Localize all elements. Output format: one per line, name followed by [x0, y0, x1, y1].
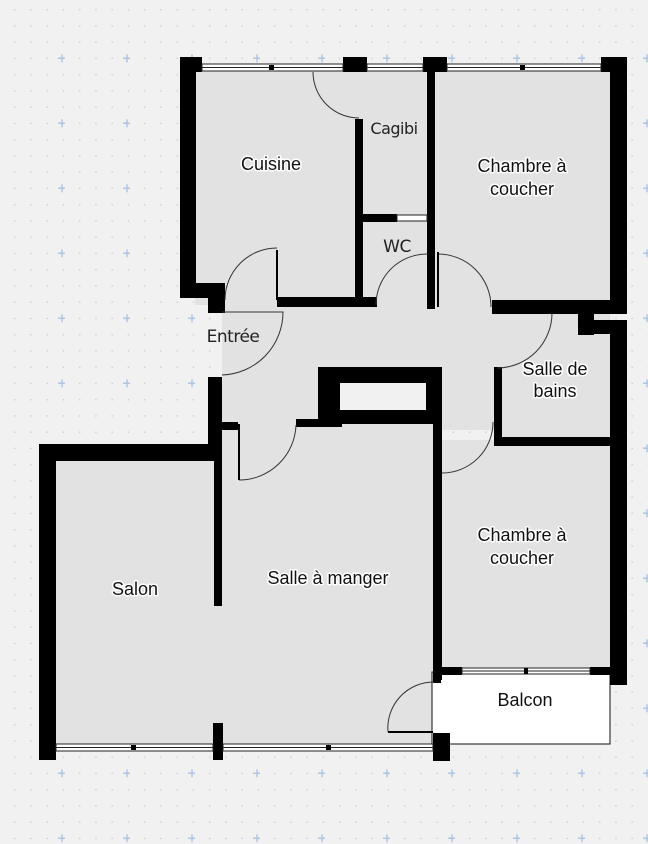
label-salle-de-bains-line1: Salle de — [522, 359, 587, 379]
label-cuisine: Cuisine — [241, 154, 301, 174]
label-chambre-2-line2: coucher — [490, 548, 554, 568]
room-labels: Cuisine Cagibi WC Chambre à coucher Entr… — [110, 119, 589, 712]
floor-salle-a-manger — [220, 420, 435, 745]
floor-chambre-2 — [440, 440, 610, 672]
floor-cagibi-wc — [360, 70, 432, 305]
label-chambre-1-line2: coucher — [490, 179, 554, 199]
label-chambre-1-line1: Chambre à — [477, 156, 567, 176]
label-salle-a-manger: Salle à manger — [267, 568, 388, 588]
walls — [39, 57, 627, 761]
label-entree: Entrée — [207, 327, 260, 347]
door-cuisine — [224, 247, 278, 301]
floor-entree — [222, 310, 292, 380]
label-balcon: Balcon — [497, 690, 552, 710]
door-balcon — [387, 681, 435, 733]
windows — [55, 63, 602, 752]
floor-chambre-1 — [432, 70, 612, 305]
door-cagibi — [312, 71, 360, 119]
duct-inset — [334, 383, 426, 411]
label-wc: WC — [383, 237, 411, 257]
door-chambre-1 — [437, 253, 492, 308]
label-salon: Salon — [112, 579, 158, 599]
floor-salon — [55, 460, 220, 745]
label-salle-de-bains-line2: bains — [533, 381, 576, 401]
label-chambre-2-line1: Chambre à — [477, 525, 567, 545]
doors — [221, 71, 553, 733]
label-cagibi: Cagibi — [370, 119, 417, 138]
door-chambre-2 — [441, 421, 494, 474]
floor-balcon — [431, 671, 611, 745]
door-salle-de-bains — [496, 312, 553, 369]
door-entree — [221, 311, 284, 376]
door-wc — [375, 253, 428, 306]
window-wc — [396, 214, 428, 222]
door-salle-a-manger — [238, 424, 297, 481]
